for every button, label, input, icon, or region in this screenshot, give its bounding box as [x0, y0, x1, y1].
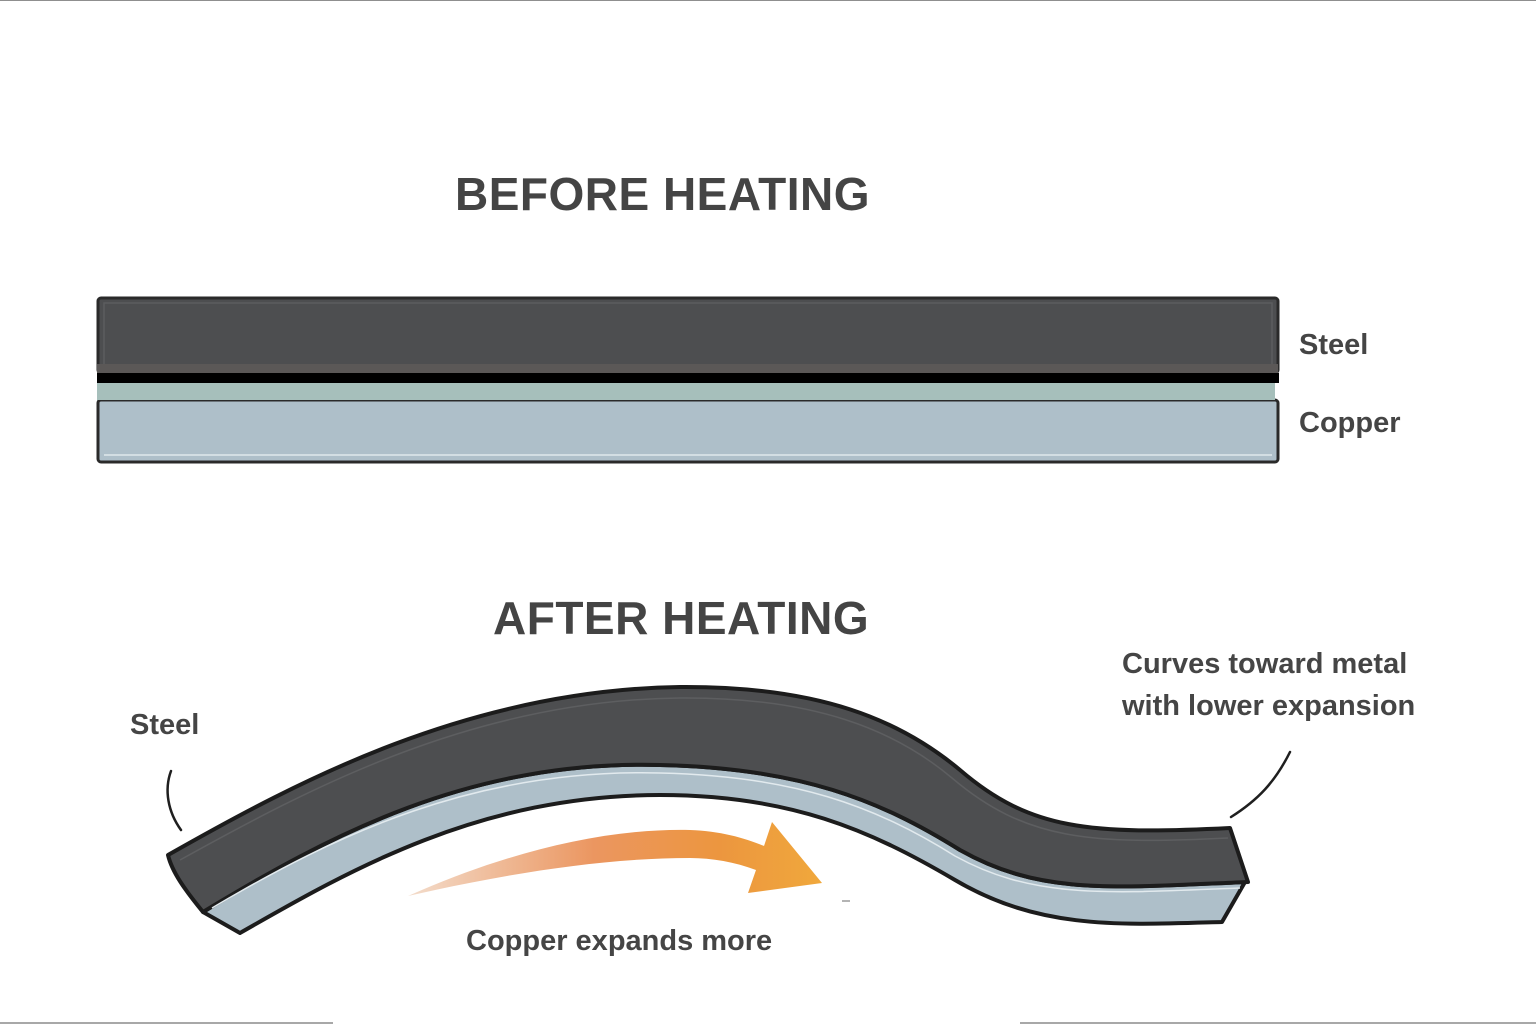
- curve-note-line-1: Curves toward metal: [1122, 648, 1408, 680]
- copper-expands-caption: Copper expands more: [466, 925, 773, 957]
- curved-copper-highlight: [211, 772, 1241, 909]
- before-copper-label: Copper: [1299, 407, 1401, 439]
- curved-steel-layer: [166, 684, 1250, 914]
- straight-copper-layer: [96, 398, 1280, 464]
- straight-bond-line: [97, 373, 1279, 383]
- before-heating-title: BEFORE HEATING: [455, 168, 871, 220]
- steel-leader-line: [166, 769, 183, 832]
- curved-steel-inner-highlight: [179, 697, 1229, 861]
- curved-bimetal-strip: [166, 684, 1250, 935]
- straight-bimetal-strip: [96, 296, 1280, 464]
- bottom-border-line-left: [0, 1022, 333, 1024]
- straight-steel-underside: [97, 364, 1278, 373]
- straight-steel-layer: [96, 296, 1280, 375]
- curve-note-line-2: with lower expansion: [1122, 690, 1416, 722]
- expansion-arrow-icon: [408, 822, 822, 896]
- after-heating-title: AFTER HEATING: [493, 592, 870, 644]
- curve-note-leader-line: [1229, 750, 1292, 819]
- before-steel-label: Steel: [1299, 329, 1369, 361]
- top-border-line: [0, 0, 1536, 1]
- straight-bond-cover: [97, 383, 1275, 400]
- bottom-border-line-right: [1020, 1022, 1536, 1024]
- after-steel-label: Steel: [130, 709, 200, 741]
